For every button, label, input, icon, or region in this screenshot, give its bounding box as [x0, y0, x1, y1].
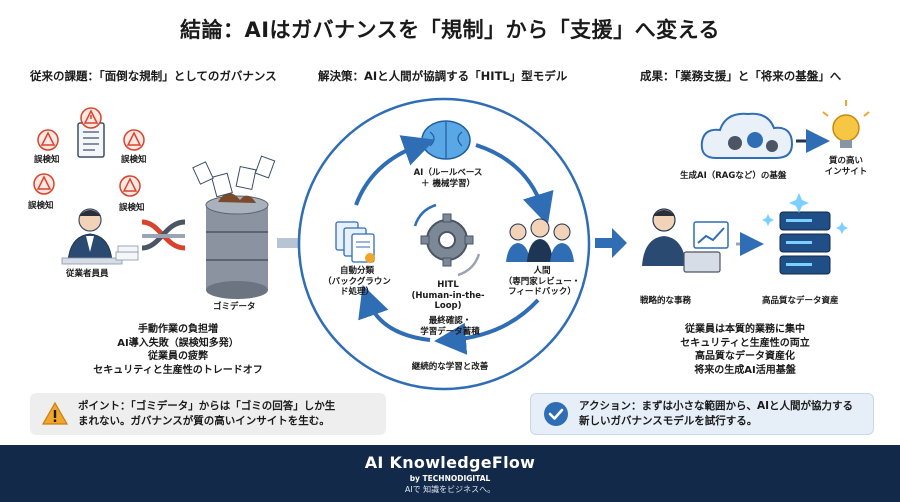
right-bullet-item: 将来の生成AI活用基盤	[694, 364, 796, 376]
left-bullet-item: AI導入失敗（誤検知多発）	[117, 337, 239, 349]
page-title: 結論：AIはガバナンスを「規制」から「支援」へ変える	[179, 18, 720, 42]
diagram-illustration	[33, 97, 870, 391]
gear-icon	[413, 203, 481, 277]
document-icon	[77, 122, 105, 158]
tangled-arrows-icon	[141, 219, 186, 251]
alert-icon-right-bottom	[119, 175, 141, 197]
insight-label: 質の高い インサイト	[824, 156, 868, 177]
server-stack-icon	[762, 193, 848, 275]
right-bullet-item: 高品質なデータ資産化	[695, 351, 795, 362]
action-callout-text: アクション：まずは小さな範囲から、AIと人間が協力する 新しいガバナンスモデルを…	[579, 399, 854, 427]
warning-callout: ポイント：「ゴミデータ」からは「ゴミの回答」しか生 まれない。ガバナンスが質の高…	[30, 393, 386, 435]
warning-icon	[42, 401, 68, 425]
footer-brand: AI KnowledgeFlow	[364, 453, 536, 472]
left-bullet-item: セキュリティと生産性のトレードオフ	[93, 364, 263, 376]
strategic-worker-icon	[642, 208, 729, 273]
cycle-arrow-to-ai	[354, 135, 436, 206]
expert-people-icon	[506, 218, 574, 262]
human-review-label: 人間 （専門家レビュー・ フィードバック）	[503, 266, 581, 298]
alert-icon-left-bottom	[33, 173, 55, 195]
warning-callout-text: ポイント：「ゴミデータ」からは「ゴミの回答」しか生 まれない。ガバナンスが質の高…	[78, 399, 336, 427]
right-bullet-list: 従業員は本質的業務に集中 セキュリティと生産性の両立 高品質なデータ資産化 将来…	[630, 323, 860, 377]
left-bullet-list: 手動作業の負担増 AI導入失敗（誤検知多発） 従業員の疲弊 セキュリティと生産性…	[63, 323, 293, 377]
right-section-heading: 成果：「業務支援」と「将来の基盤」へ	[640, 69, 842, 83]
flow-arrow-right	[595, 228, 627, 258]
alert-label-left-bottom: 誤検知	[28, 201, 54, 211]
action-callout: アクション：まずは小さな範囲から、AIと人間が協力する 新しいガバナンスモデルを…	[530, 393, 874, 435]
alert-label-right-top: 誤検知	[121, 155, 147, 165]
brain-icon	[421, 120, 471, 160]
worker-label: 従業者員員	[66, 269, 109, 279]
garbage-data-cylinder	[192, 155, 276, 299]
data-asset-label: 高品質なデータ資産	[762, 296, 839, 306]
footer-tagline: AIで 知識をビジネスへ。	[404, 485, 496, 494]
footer-byline: by TECHNODIGITAL	[409, 474, 491, 483]
cycle-arrow-to-auto	[358, 284, 431, 342]
auto-classify-documents-icon	[335, 221, 375, 263]
alert-icon-top	[80, 107, 102, 129]
generative-ai-foundation-label: 生成AI（RAGなど）の基盤	[680, 171, 787, 181]
right-bullet-item: 従業員は本質的業務に集中	[685, 324, 805, 335]
alert-label-right-bottom: 誤検知	[119, 203, 145, 213]
cloud-gears-icon	[700, 112, 794, 159]
cycle-arrow-from-human	[434, 298, 540, 355]
alert-icon-left-top	[37, 129, 59, 151]
cycle-arrow-to-human	[475, 143, 554, 226]
garbage-data-label: ゴミデータ	[213, 302, 256, 312]
footer-banner: AI KnowledgeFlow by TECHNODIGITAL AIで 知識…	[0, 445, 900, 502]
right-bullet-item: セキュリティと生産性の両立	[680, 337, 810, 349]
left-bullet-item: 従業員の疲弊	[148, 351, 208, 362]
left-section-heading: 従来の課題：「面倒な規制」としてのガバナンス	[30, 69, 277, 83]
left-bullet-item: 手動作業の負担増	[138, 324, 218, 335]
final-confirm-label: 最終確認・ 学習データ蓄積	[420, 316, 480, 337]
continuous-learning-label: 継続的な学習と改善	[411, 362, 489, 372]
lightbulb-icon	[822, 100, 870, 148]
checkmark-circle-icon	[544, 402, 568, 426]
ai-label: AI（ルールベース ＋ 機械学習）	[413, 168, 483, 189]
center-section-heading: 解決策：AIと人間が協調する「HITL」型モデル	[318, 69, 568, 83]
alert-icon-right-top	[123, 129, 145, 151]
stressed-worker-icon	[61, 208, 139, 265]
alert-label-left-top: 誤検知	[34, 155, 60, 165]
hitl-label: HITL (Human-in-the-Loop)	[411, 280, 485, 312]
strategic-work-label: 戦略的な事務	[640, 296, 692, 306]
auto-classify-label: 自動分類 （バックグラウン ド処理）	[323, 266, 391, 298]
